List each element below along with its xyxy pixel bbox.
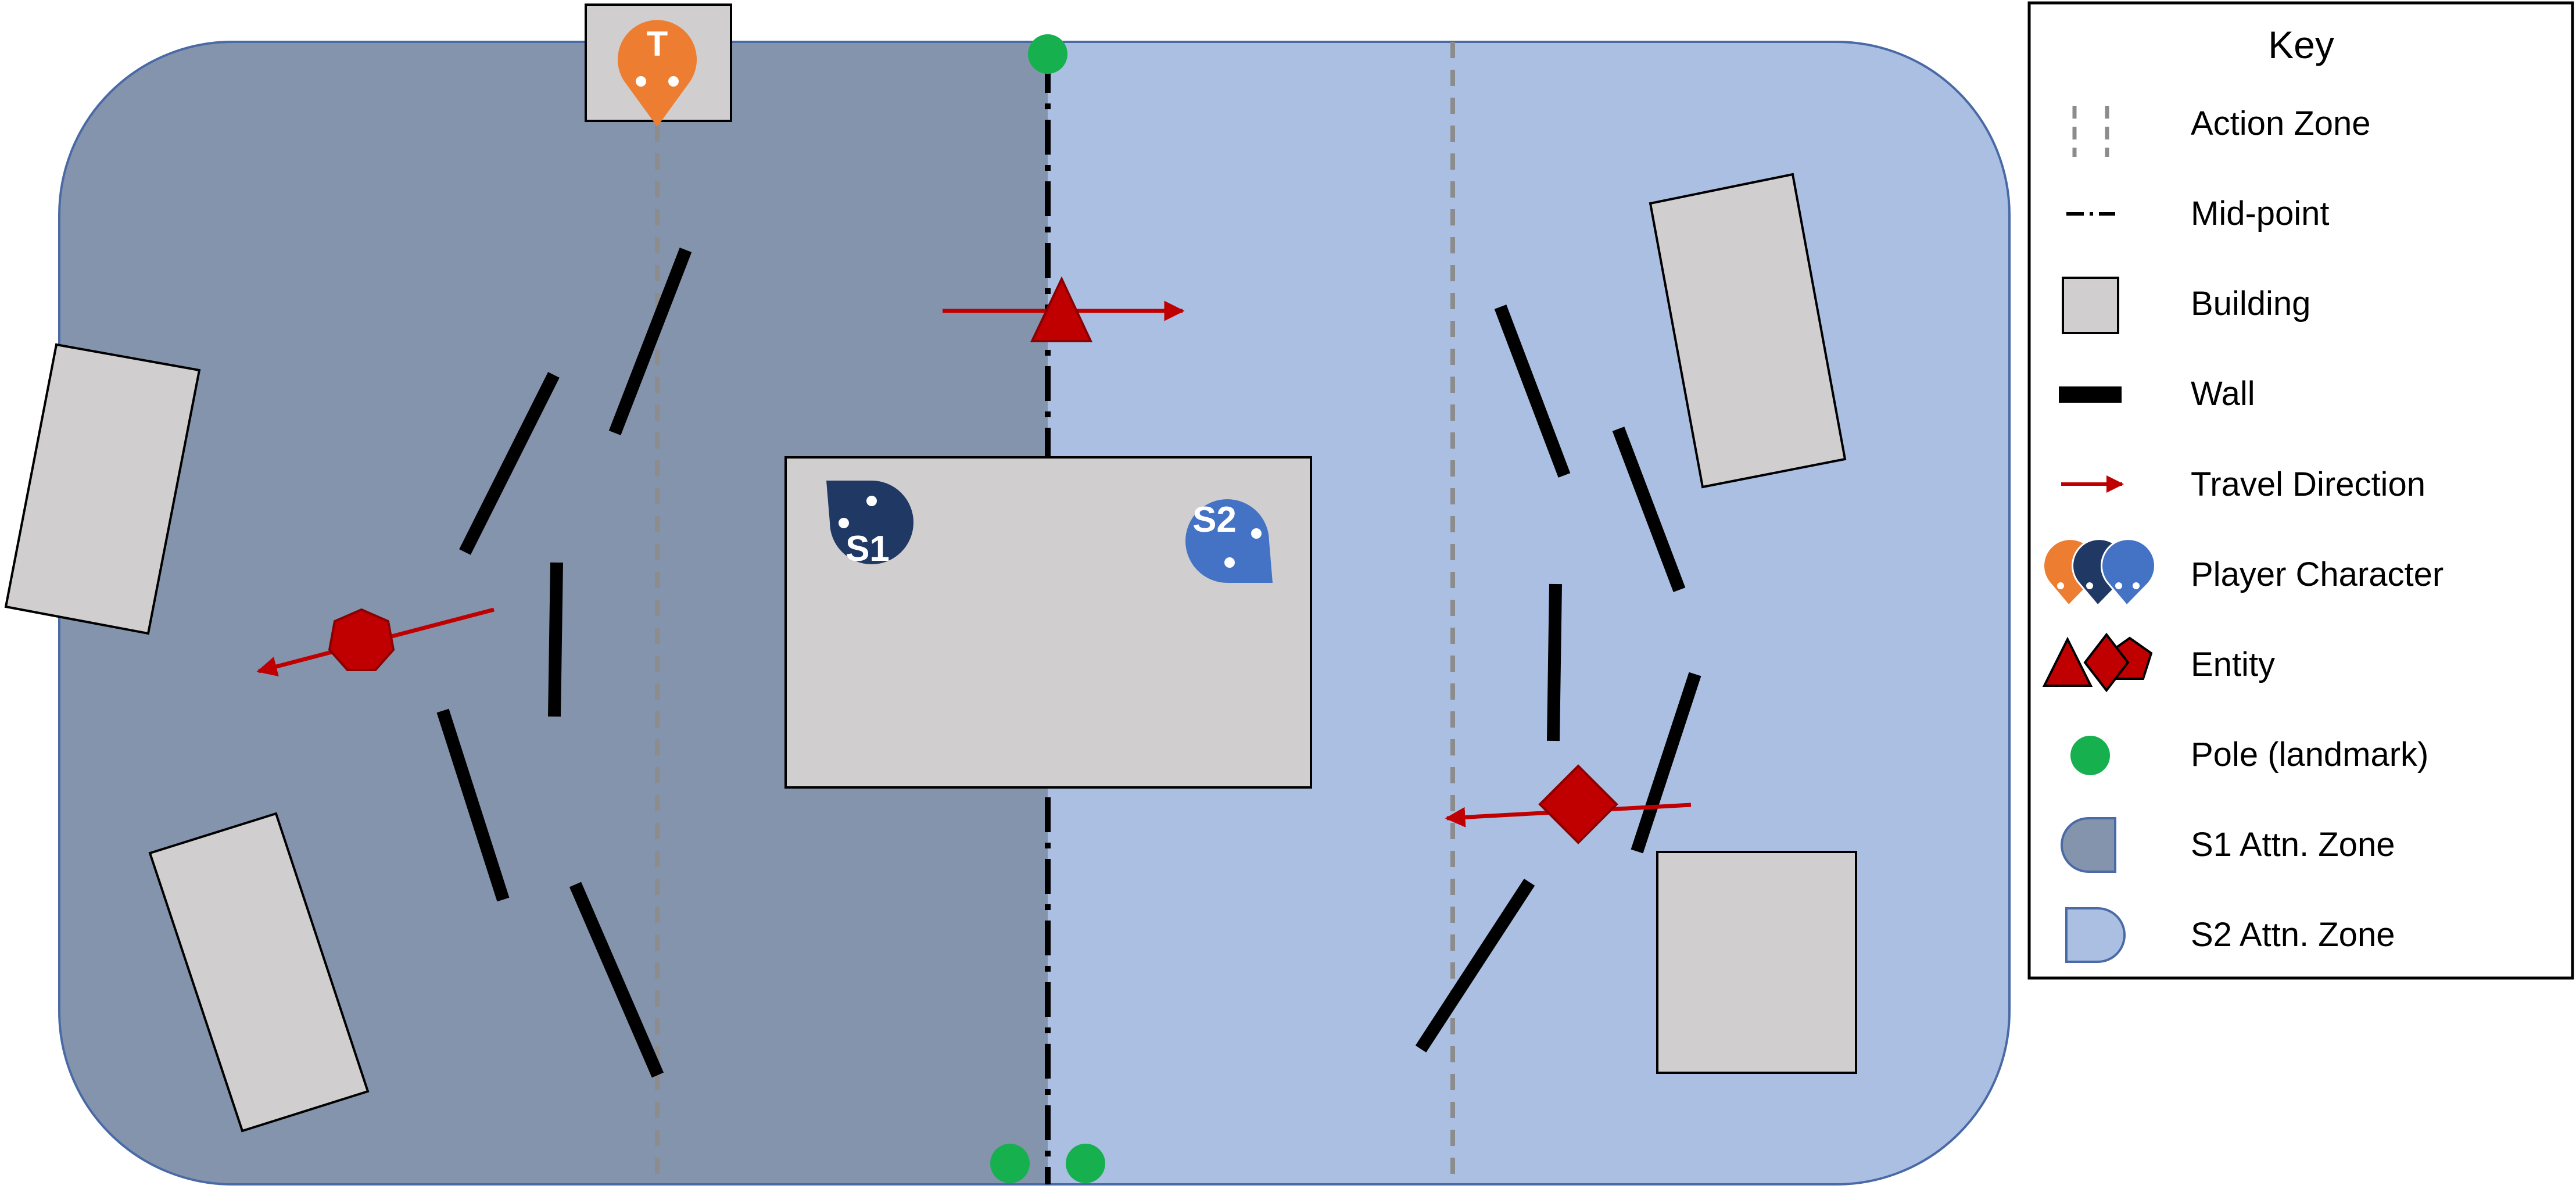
walls-right <box>1415 305 1701 1053</box>
walls-left <box>436 248 692 1078</box>
building-left-lower <box>148 812 370 1133</box>
entity-diamond <box>1538 764 1618 844</box>
wall <box>459 372 560 555</box>
player-student2: S2 <box>1185 499 1273 583</box>
pole-bottom-left <box>990 1144 1030 1183</box>
key-label-action-zone: Action Zone <box>2191 105 2371 142</box>
arena-outline <box>58 41 2011 1186</box>
marker-dot <box>668 76 679 87</box>
key-label-s1-zone: S1 Attn. Zone <box>2191 826 2395 864</box>
marker-dot <box>1224 557 1235 568</box>
building-right-upper <box>1649 173 1847 489</box>
teacher-marker <box>618 20 697 127</box>
building-right-lower <box>1656 851 1857 1074</box>
key-label-travel-direction: Travel Direction <box>2191 465 2425 503</box>
key-panel: Key Action Zone Mid-point Building Wall … <box>2027 1 2574 980</box>
key-swatch-s1-zone <box>2060 817 2116 873</box>
marker-dot <box>2057 582 2064 589</box>
key-label-player-character: Player Character <box>2191 556 2444 593</box>
buildings <box>4 3 1857 1133</box>
marker-dot <box>2086 582 2093 589</box>
key-label-pole: Pole (landmark) <box>2191 736 2428 773</box>
entity-hexagon <box>328 608 395 671</box>
entity-triangle <box>1030 276 1093 342</box>
marker-dot <box>2133 582 2140 589</box>
marker-dot <box>839 518 849 528</box>
wall <box>1415 878 1535 1053</box>
teacher-label: T <box>647 24 668 63</box>
marker-dot <box>2115 582 2122 589</box>
wall <box>1547 583 1562 742</box>
marker-dot <box>636 76 646 87</box>
poles <box>990 34 1105 1183</box>
student1-marker <box>826 481 913 564</box>
wall <box>1631 672 1701 854</box>
student1-label: S1 <box>845 529 890 569</box>
key-label-mid-point: Mid-point <box>2191 195 2330 232</box>
pole-top <box>1028 34 1067 74</box>
key-player-blue <box>2101 538 2156 607</box>
key-swatch-s2-zone <box>2065 907 2126 963</box>
wall <box>1612 427 1686 592</box>
key-label-building: Building <box>2191 285 2310 323</box>
key-label-entity: Entity <box>2191 646 2275 683</box>
wall <box>548 562 563 717</box>
key-label-wall: Wall <box>2191 375 2255 413</box>
key-swatch-player-character <box>2043 538 2156 607</box>
key-swatch-entity <box>2042 632 2153 693</box>
wall <box>436 708 510 902</box>
marker-dot <box>866 496 877 506</box>
key-entity-triangle <box>2042 636 2093 687</box>
key-swatch-action-zone <box>2072 106 2109 157</box>
key-swatch-building <box>2062 277 2119 334</box>
key-label-s2-zone: S2 Attn. Zone <box>2191 916 2395 954</box>
wall <box>608 248 692 435</box>
student2-marker <box>1185 499 1273 583</box>
key-swatch-wall <box>2059 386 2122 403</box>
wall <box>569 882 664 1078</box>
building-left-upper <box>4 343 201 635</box>
student2-label: S2 <box>1192 500 1237 540</box>
key-swatch-pole <box>2070 736 2110 775</box>
player-student1: S1 <box>826 481 913 569</box>
player-teacher: T <box>618 20 697 127</box>
marker-dot <box>1251 528 1262 539</box>
key-entity-diamond <box>2083 632 2130 693</box>
wall <box>1494 305 1571 478</box>
pole-bottom-right <box>1066 1144 1105 1183</box>
key-title: Key <box>2268 23 2334 66</box>
